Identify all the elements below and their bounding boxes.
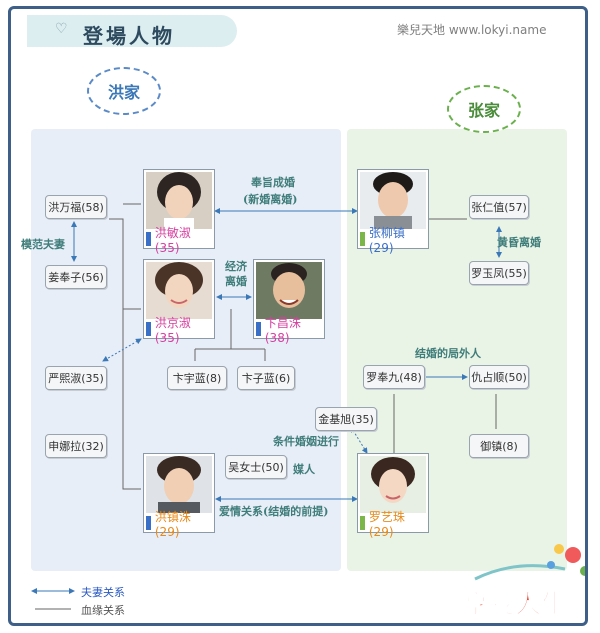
label-model-couple: 模范夫妻 (21, 238, 65, 251)
legend-lines (31, 588, 75, 610)
zhang-family-label: 张家 (447, 85, 521, 133)
portrait-name: 卞昌洙(38) (264, 315, 301, 345)
label-love-relation: 爱情关系(结婚的前提) (219, 505, 329, 518)
label-conditional-marriage: 条件婚姻进行 (273, 435, 339, 448)
label-outsider: 结婚的局外人 (415, 347, 481, 360)
face-avatar (146, 262, 212, 319)
page-frame: ♡ 登場人物 樂兒天地 www.lokyi.name 洪家 张家 (8, 6, 588, 626)
person-zhang-renzhi: 张仁值(57) (469, 195, 529, 219)
gender-tag (146, 322, 151, 336)
person-wu-nvshi: 吴女士(50) (225, 455, 287, 479)
portrait-bian-changzhu: 卞昌洙(38) (253, 259, 325, 345)
person-yu-zhen: 御镇(8) (469, 434, 529, 458)
label-twilight-divorce: 黄昏离婚 (497, 236, 541, 249)
portrait-name: 洪京淑(35) (154, 315, 191, 345)
site-credit: 樂兒天地 www.lokyi.name (397, 23, 547, 37)
person-qiu-zhanshun: 仇占顺(50) (469, 365, 529, 389)
page-title: 登場人物 (83, 24, 175, 48)
person-bian-zilan: 卞子蓝(6) (237, 366, 295, 390)
portrait-name: 罗艺珠(29) (368, 509, 405, 539)
label-contract-marriage-sub: (新婚离婚) (243, 193, 298, 206)
label-matchmaker: 媒人 (293, 463, 315, 476)
heart-icon: ♡ (55, 21, 68, 37)
gender-tag (256, 322, 261, 336)
portrait-zhang-liuzhen: 张柳镇(29) (357, 169, 429, 255)
portrait-hong-minshu: 洪敏淑(35) (143, 169, 215, 255)
label-economic-divorce: 经济离婚 (225, 260, 247, 288)
portrait-name: 洪敏淑(35) (154, 225, 191, 255)
enjoy-life-logo: 享受人生 (455, 539, 585, 623)
face-avatar (146, 456, 212, 513)
title-banner (27, 15, 237, 47)
person-luo-yufeng: 罗玉凤(55) (469, 261, 529, 285)
gender-tag (360, 232, 365, 246)
hong-family-label: 洪家 (87, 67, 161, 115)
gender-tag (146, 232, 151, 246)
gender-tag (360, 516, 365, 530)
face-avatar (256, 262, 322, 319)
face-avatar (360, 456, 426, 513)
gender-tag (146, 516, 151, 530)
person-bian-yulan: 卞宇蓝(8) (167, 366, 227, 390)
portrait-hong-zhenzhu: 洪镇洙(29) (143, 453, 215, 539)
portrait-name: 洪镇洙(29) (154, 509, 191, 539)
person-jiang-fengzi: 姜奉子(56) (45, 265, 107, 289)
face-avatar (146, 172, 212, 229)
logo-art: 享受人生 (463, 544, 585, 621)
label-contract-marriage: 奉旨成婚 (251, 176, 295, 189)
relation-lines (71, 203, 502, 502)
person-shen-nala: 申娜拉(32) (45, 434, 107, 458)
svg-text:享受人生: 享受人生 (463, 589, 567, 620)
portrait-luo-yizhu: 罗艺珠(29) (357, 453, 429, 539)
portrait-hong-jingshu: 洪京淑(35) (143, 259, 215, 345)
legend: 夫妻关系 血缘关系 (31, 581, 231, 621)
legend-spouse: 夫妻关系 (81, 586, 125, 599)
legend-blood: 血缘关系 (81, 604, 125, 617)
person-jin-jixu: 金基旭(35) (315, 407, 377, 431)
face-avatar (360, 172, 426, 229)
person-yan-xishu: 严熙淑(35) (45, 366, 107, 390)
portrait-name: 张柳镇(29) (368, 225, 405, 255)
person-hong-wanfu: 洪万福(58) (45, 195, 107, 219)
person-luo-fengjiu: 罗奉九(48) (363, 365, 425, 389)
